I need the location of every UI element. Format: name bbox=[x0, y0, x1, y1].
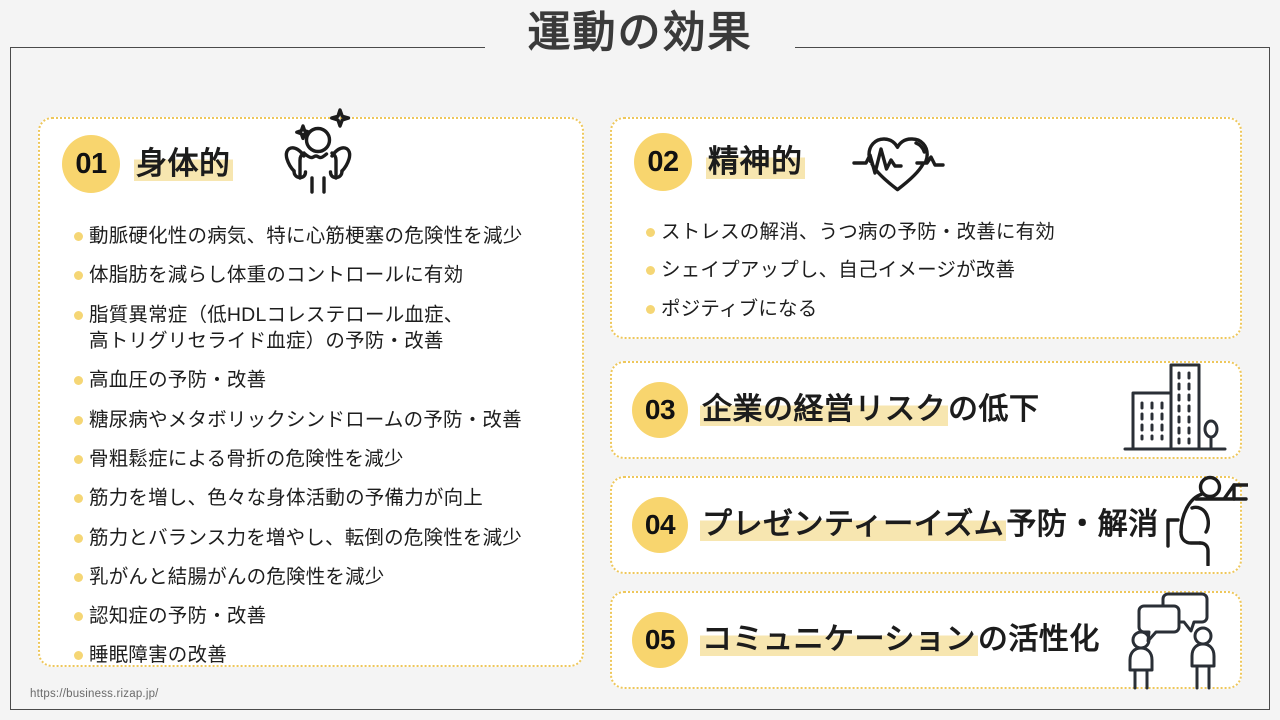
card-physical-effects: 01 身体的 動脈硬化性の病気、特に心筋梗塞の危険性を減少 体脂肪を減らし体重の… bbox=[38, 117, 584, 667]
card-heading: 身体的 bbox=[134, 145, 233, 183]
two-people-speech-bubbles-icon bbox=[1122, 588, 1228, 697]
list-item: 睡眠障害の改善 bbox=[74, 642, 566, 668]
bullet-dot-icon bbox=[74, 271, 83, 281]
bullet-dot-icon bbox=[74, 310, 83, 320]
card-header: 04 プレゼンティーイズム予防・解消 bbox=[632, 497, 1159, 553]
bullet-dot-icon bbox=[646, 304, 655, 314]
flexing-person-sparkle-icon bbox=[272, 104, 364, 201]
bullet-dot-icon bbox=[74, 415, 83, 425]
bullet-dot-icon bbox=[74, 494, 83, 504]
card-header: 02 精神的 bbox=[634, 133, 805, 191]
bullet-dot-icon bbox=[74, 533, 83, 543]
card-number-badge: 05 bbox=[632, 612, 688, 668]
list-item-text: 認知症の予防・改善 bbox=[89, 605, 267, 628]
list-item: シェイプアップし、自己イメージが改善 bbox=[646, 257, 1224, 283]
list-item: 高血圧の予防・改善 bbox=[74, 367, 566, 393]
card-number-badge: 02 bbox=[634, 133, 692, 191]
page-title: 運動の効果 bbox=[527, 9, 753, 57]
list-item-text: 動脈硬化性の病気、特に心筋梗塞の危険性を減少 bbox=[89, 225, 523, 247]
list-item-text: 糖尿病やメタボリックシンドロームの予防・改善 bbox=[89, 408, 522, 431]
card-heading: プレゼンティーイズム予防・解消 bbox=[700, 507, 1159, 542]
bullet-dot-icon bbox=[74, 454, 83, 464]
bullet-dot-icon bbox=[646, 266, 655, 276]
list-item-text: ストレスの解消、うつ病の予防・改善に有効 bbox=[661, 221, 1056, 243]
list-item: ストレスの解消、うつ病の予防・改善に有効 bbox=[646, 219, 1224, 245]
title-backdrop bbox=[485, 26, 795, 72]
card-business-risk: 03 企業の経営リスクの低下 bbox=[610, 361, 1242, 459]
card-heading: 精神的 bbox=[706, 143, 805, 181]
list-item-text: 高血圧の予防・改善 bbox=[89, 369, 267, 392]
list-item-text: 睡眠障害の改善 bbox=[89, 644, 227, 667]
card-number-badge: 03 bbox=[632, 382, 688, 438]
bullet-dot-icon bbox=[74, 232, 83, 241]
list-item-text: 筋力を増し、色々な身体活動の予備力が向上 bbox=[89, 487, 484, 510]
card-heading-highlight: 精神的 bbox=[706, 143, 805, 179]
list-item-text: 体脂肪を減らし体重のコントロールに有効 bbox=[89, 264, 464, 287]
office-buildings-icon bbox=[1123, 357, 1227, 464]
list-item: 筋力を増し、色々な身体活動の予備力が向上 bbox=[74, 485, 566, 511]
list-item-text: 骨粗鬆症による骨折の危険性を減少 bbox=[89, 447, 404, 470]
list-item-text: 脂質異常症（低HDLコレステロール血症、 高トリグリセライド血症）の予防・改善 bbox=[89, 303, 464, 352]
bullet-dot-icon bbox=[646, 228, 655, 237]
list-item-text: ポジティブになる bbox=[661, 297, 818, 320]
list-item: 体脂肪を減らし体重のコントロールに有効 bbox=[74, 262, 566, 288]
card-heading-highlight: プレゼンティーイズム bbox=[700, 508, 1007, 542]
card-number-badge: 04 bbox=[632, 497, 688, 553]
bullet-dot-icon bbox=[74, 376, 83, 386]
list-item: ポジティブになる bbox=[646, 296, 1224, 322]
card-heading-plain: の活性化 bbox=[977, 623, 1100, 657]
bullet-list: ストレスの解消、うつ病の予防・改善に有効 シェイプアップし、自己イメージが改善 … bbox=[646, 219, 1224, 334]
heart-heartbeat-icon bbox=[846, 130, 952, 201]
card-heading-plain: 予防・解消 bbox=[1006, 508, 1159, 542]
card-header: 05 コミュニケーションの活性化 bbox=[632, 612, 1100, 668]
bullet-list: 動脈硬化性の病気、特に心筋梗塞の危険性を減少 体脂肪を減らし体重のコントロールに… bbox=[74, 223, 566, 682]
list-item: 脂質異常症（低HDLコレステロール血症、 高トリグリセライド血症）の予防・改善 bbox=[74, 302, 566, 355]
card-header: 01 身体的 bbox=[62, 135, 233, 193]
list-item: 骨粗鬆症による骨折の危険性を減少 bbox=[74, 446, 566, 472]
list-item: 乳がんと結腸がんの危険性を減少 bbox=[74, 564, 566, 590]
card-heading-highlight: 身体的 bbox=[134, 145, 233, 181]
bullet-dot-icon bbox=[74, 572, 83, 582]
card-number-badge: 01 bbox=[62, 135, 120, 193]
card-heading-plain: の低下 bbox=[948, 393, 1040, 427]
card-presenteeism: 04 プレゼンティーイズム予防・解消 bbox=[610, 476, 1242, 574]
card-communication: 05 コミュニケーションの活性化 bbox=[610, 591, 1242, 689]
card-header: 03 企業の経営リスクの低下 bbox=[632, 382, 1040, 438]
list-item-text: 筋力とバランス力を増やし、転倒の危険性を減少 bbox=[89, 526, 523, 549]
card-heading: コミュニケーションの活性化 bbox=[700, 622, 1100, 657]
list-item-text: 乳がんと結腸がんの危険性を減少 bbox=[89, 565, 385, 588]
tired-person-at-desk-icon bbox=[1166, 470, 1250, 571]
card-heading-highlight: 企業の経営リスク bbox=[700, 393, 948, 427]
bullet-dot-icon bbox=[74, 651, 83, 661]
list-item: 動脈硬化性の病気、特に心筋梗塞の危険性を減少 bbox=[74, 223, 566, 249]
card-heading: 企業の経営リスクの低下 bbox=[700, 392, 1040, 427]
card-heading-highlight: コミュニケーション bbox=[700, 623, 978, 657]
list-item-text: シェイプアップし、自己イメージが改善 bbox=[661, 259, 1016, 282]
list-item: 認知症の予防・改善 bbox=[74, 603, 566, 629]
list-item: 筋力とバランス力を増やし、転倒の危険性を減少 bbox=[74, 525, 566, 551]
footer-url[interactable]: https://business.rizap.jp/ bbox=[30, 688, 159, 700]
list-item: 糖尿病やメタボリックシンドロームの予防・改善 bbox=[74, 407, 566, 433]
bullet-dot-icon bbox=[74, 612, 83, 622]
